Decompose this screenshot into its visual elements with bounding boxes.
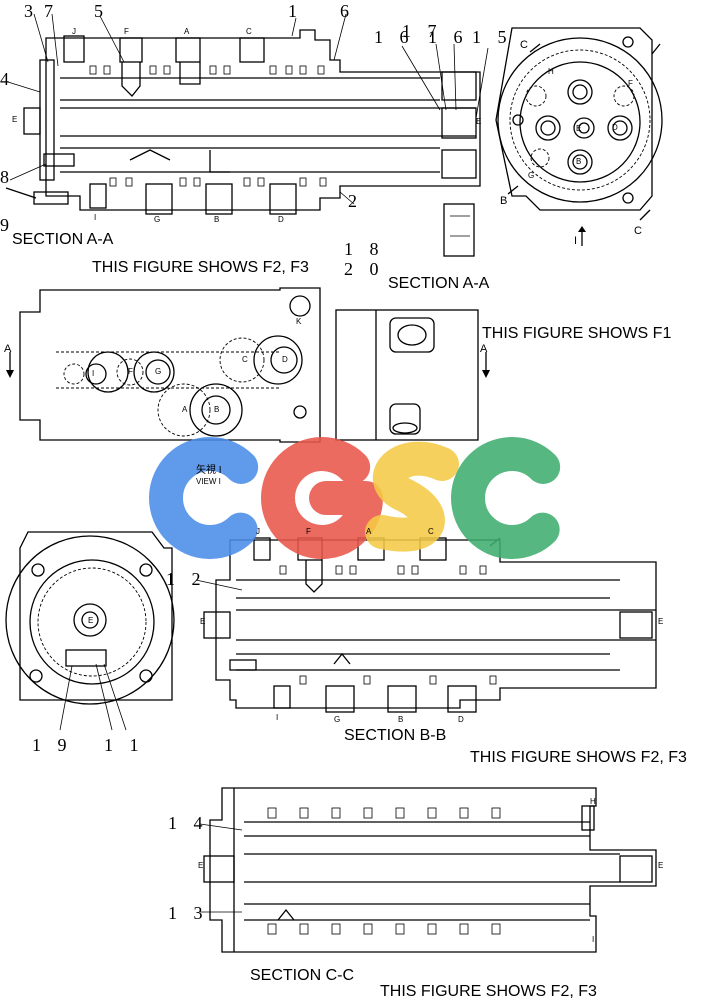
callout-20: 2 0 <box>344 259 385 279</box>
port-g-top: G <box>154 215 161 224</box>
bb-port-i: I <box>276 713 279 722</box>
callout-6: 6 <box>340 1 355 21</box>
callout-5: 5 <box>94 1 109 21</box>
caption-shows-f2-f3-bottom: THIS FIGURE SHOWS F2, F3 <box>380 983 597 1000</box>
watermark-letter-g-2 <box>261 437 383 559</box>
arrow-i: I <box>574 235 578 247</box>
port-i-top: I <box>94 213 97 222</box>
view-i-body <box>6 287 490 443</box>
port-f-top: F <box>124 27 129 36</box>
caption-section-aa-right: SECTION A-A <box>388 275 490 292</box>
callout-2: 2 <box>348 191 363 211</box>
section-aa-top-body <box>5 29 481 215</box>
watermark-letter-c-4 <box>451 437 561 559</box>
caption-shows-f1: THIS FIGURE SHOWS F1 <box>482 325 672 342</box>
bb-port-c: C <box>428 527 434 536</box>
callout-7: 7 <box>44 1 59 21</box>
callout-3: 3 <box>24 1 39 21</box>
bb-port-d: D <box>458 715 464 724</box>
bb-port-e-left: E <box>200 617 206 626</box>
watermark-letter-s-3 <box>365 441 459 552</box>
view-port-c: C <box>242 355 248 364</box>
endview-g: G <box>528 171 535 180</box>
callout-12: 1 2 <box>166 569 207 589</box>
view-port-f: F <box>128 367 133 376</box>
callout-19: 1 9 <box>32 735 73 755</box>
section-aa-top-leaders <box>7 13 489 205</box>
view-i-label-jp: 矢視 I <box>196 465 222 476</box>
end-view-top-right <box>443 27 663 257</box>
view-port-d: D <box>282 355 288 364</box>
port-a-top: A <box>184 27 190 36</box>
caption-section-bb: SECTION B-B <box>344 727 447 744</box>
callout-18: 1 8 <box>344 239 385 259</box>
view-port-i: I <box>92 369 95 378</box>
callout-8: 8 <box>0 167 15 187</box>
callout-17: 1 7 <box>402 21 443 41</box>
bb-port-b: B <box>398 715 404 724</box>
view-port-b: B <box>214 405 220 414</box>
endview-h: H <box>548 67 554 76</box>
cgsc-watermark <box>149 437 561 559</box>
caption-section-cc: SECTION C-C <box>250 967 354 984</box>
cc-port-e-left: E <box>198 861 204 870</box>
arrow-c-top: C <box>520 39 528 51</box>
cc-port-i: I <box>592 935 595 944</box>
watermark-letter-c-1 <box>149 437 259 559</box>
view-port-a: A <box>182 405 188 414</box>
view-port-g: G <box>155 367 162 376</box>
arrow-c-bottom: C <box>634 225 642 237</box>
flange-port-e: E <box>88 616 94 625</box>
caption-shows-f2-f3-mid: THIS FIGURE SHOWS F2, F3 <box>470 749 687 766</box>
flange-view-left <box>5 531 175 731</box>
arrow-a-right: A <box>480 343 488 355</box>
callout-16a: 1 6 <box>374 27 415 47</box>
cc-port-h: H <box>590 797 596 806</box>
section-bb-body <box>195 537 657 713</box>
caption-section-aa-top: SECTION A-A <box>12 231 114 248</box>
callout-4: 4 <box>0 69 15 89</box>
bb-port-a: A <box>366 527 372 536</box>
bb-port-g: G <box>334 715 341 724</box>
caption-shows-f2-f3-top: THIS FIGURE SHOWS F2, F3 <box>92 259 309 276</box>
port-b-top: B <box>214 215 220 224</box>
callout-9: 9 <box>0 215 15 235</box>
port-k: K <box>296 317 302 326</box>
endview-d: D <box>612 123 618 132</box>
port-j-top: J <box>72 27 76 36</box>
arrow-b: B <box>500 195 508 207</box>
callout-11: 1 1 <box>104 735 145 755</box>
cc-port-e-right: E <box>658 861 664 870</box>
bb-port-f: F <box>306 527 311 536</box>
endview-f: F <box>628 79 633 88</box>
callout-13: 1 3 <box>168 903 209 923</box>
arrow-a-left: A <box>4 343 12 355</box>
callout-16b: 1 6 <box>428 27 469 47</box>
callout-14: 1 4 <box>168 813 209 833</box>
endview-e: E <box>576 124 582 133</box>
bb-port-e-right: E <box>658 617 664 626</box>
port-e-left-top: E <box>12 115 18 124</box>
port-c-top: C <box>246 27 252 36</box>
callout-1: 1 <box>288 1 303 21</box>
bb-port-j: J <box>256 527 260 536</box>
port-d-top: D <box>278 215 284 224</box>
port-e-right-top: E <box>476 117 482 126</box>
section-cc-body <box>199 787 657 953</box>
endview-b: B <box>576 157 582 166</box>
view-i-label-en: VIEW I <box>196 477 221 486</box>
callout-15: 1 5 <box>472 27 513 47</box>
